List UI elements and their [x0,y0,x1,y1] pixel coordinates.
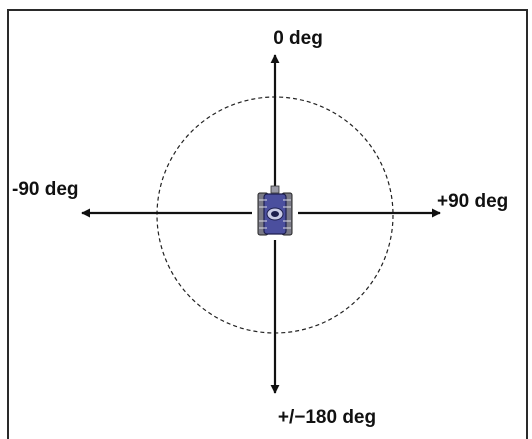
label-plus-90-deg: +90 deg [437,191,508,212]
robot-icon [257,185,293,236]
label-0-deg: 0 deg [273,28,323,49]
frame-border [7,9,528,439]
label-minus-90-deg: -90 deg [12,179,79,200]
label-180-deg: +/−180 deg [278,407,376,428]
